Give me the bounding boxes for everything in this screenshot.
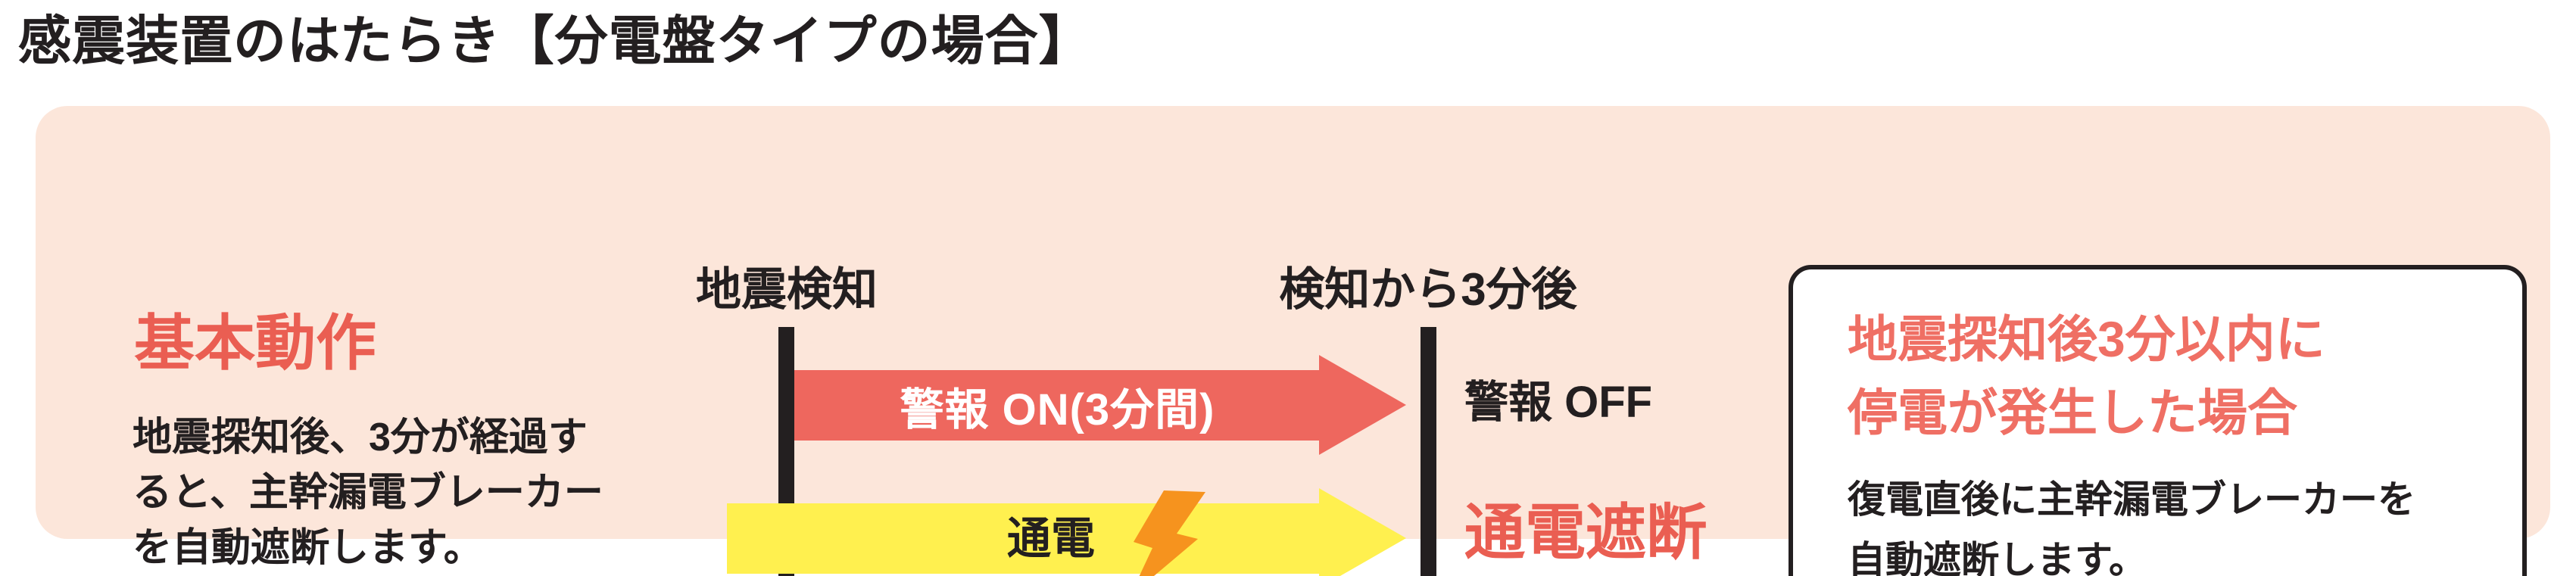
page-title: 感震装置のはたらき【分電盤タイプの場合】 [18,11,1093,70]
alarm-arrow-head [1319,355,1406,455]
note-body: 復電直後に主幹漏電ブレーカーを 自動遮断します。 [1848,478,2415,576]
power-cutoff-label: 通電遮断 [1464,499,1707,566]
main-panel: 基本動作 地震探知後、3分が経過す ると、主幹漏電ブレーカー を自動遮断します。… [36,106,2550,576]
lightning-bolt-icon [1134,490,1205,576]
power-arrow-head [1319,488,1406,576]
basic-operation-description: 地震探知後、3分が経過す ると、主幹漏電ブレーカー を自動遮断します。 [133,416,603,570]
alarm-arrow: 警報 ON(3分間) [794,370,1321,441]
timeline-end-bar [1421,327,1436,576]
note-heading: 地震探知後3分以内に 停電が発生した場合 [1848,311,2325,441]
timeline-end-label: 検知から3分後 [1279,264,1577,315]
timeline-start-label: 地震検知 [696,264,878,315]
power-arrow-label: 通電 [1007,514,1096,563]
alarm-arrow-label: 警報 ON(3分間) [900,385,1215,434]
basic-operation-heading: 基本動作 [134,310,376,377]
power-arrow [727,503,1321,574]
alarm-off-label: 警報 OFF [1464,378,1653,427]
note-box: 地震探知後3分以内に 停電が発生した場合 復電直後に主幹漏電ブレーカーを 自動遮… [1789,265,2527,576]
